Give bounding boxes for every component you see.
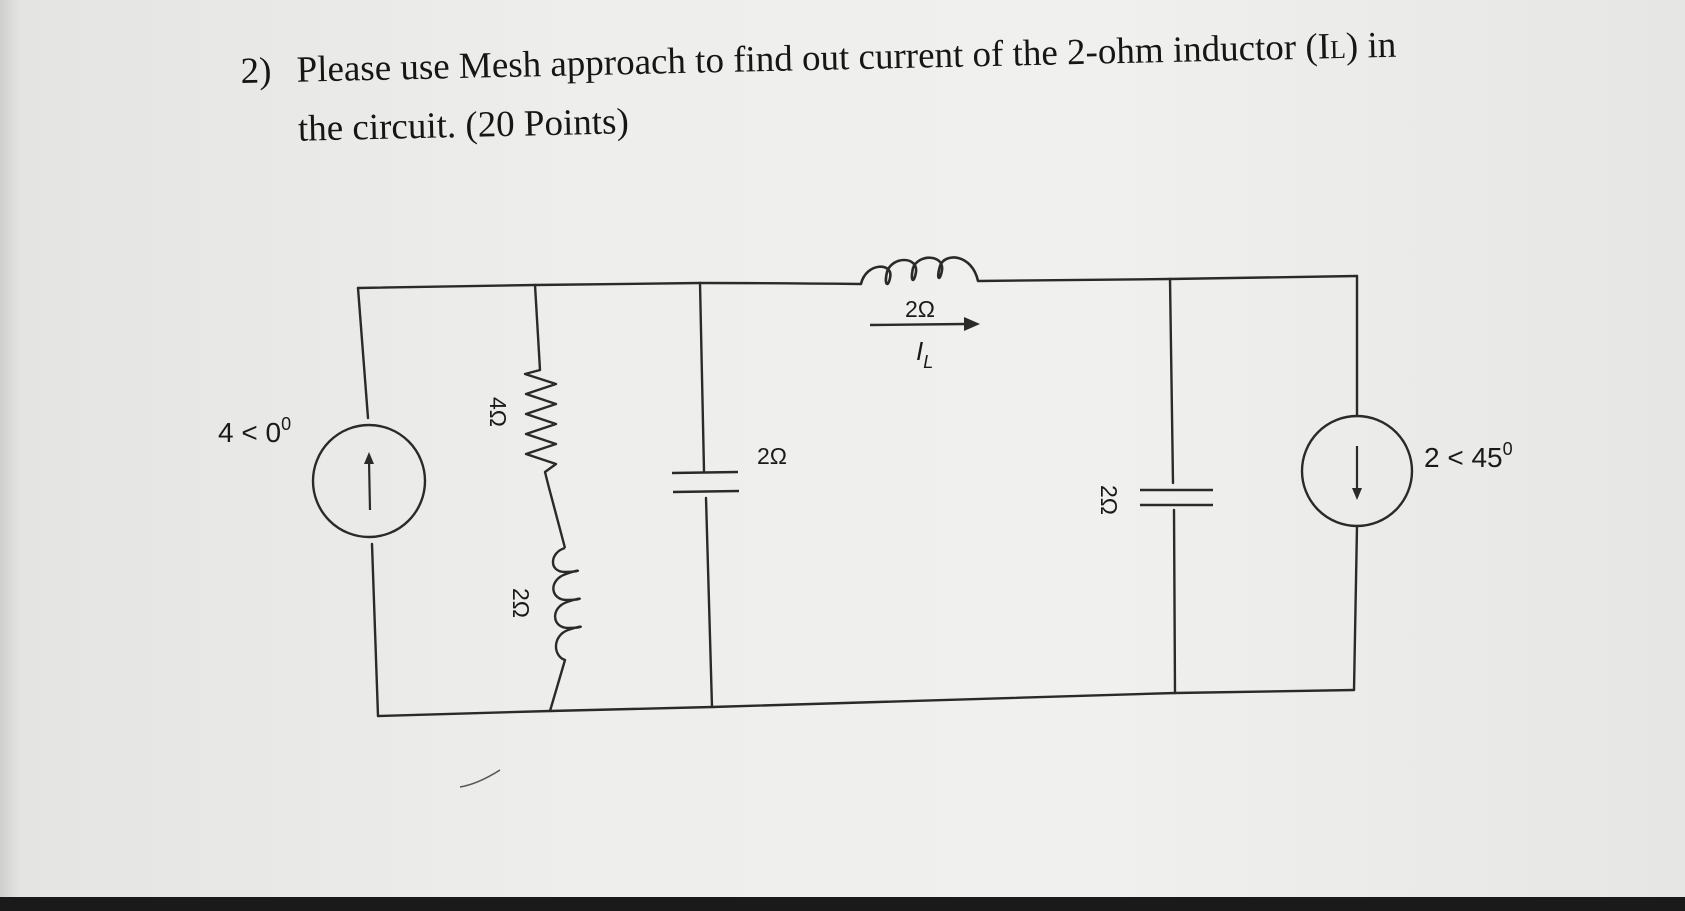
- inductor-series: [551, 546, 582, 662]
- arrow-down-icon: [1352, 488, 1362, 500]
- wire-top-left: [698, 281, 863, 286]
- wire-mid-bottom: [548, 705, 714, 713]
- inductor-top: [859, 256, 980, 286]
- stray-mark-1: [459, 769, 501, 788]
- wire-right-top: [1168, 274, 1359, 281]
- wire-right-bottom: [1173, 688, 1356, 695]
- top-inductor-label: 2Ω: [905, 296, 935, 322]
- cap1-label: 2Ω: [757, 443, 787, 469]
- current-arrow: [869, 317, 980, 331]
- left-source-sup: 0: [281, 414, 291, 434]
- wire-mid1-top: [533, 283, 542, 372]
- left-source-label: 4 < 00: [218, 414, 291, 448]
- right-source-label: 2 < 450: [1424, 439, 1513, 473]
- wire-left-bottom: [376, 709, 552, 718]
- wire-cap1-top: [698, 281, 706, 473]
- resistor-4ohm-label: 4Ω: [485, 397, 511, 427]
- wire-left-vertical-bottom: [370, 542, 380, 718]
- left-current-source: [311, 423, 427, 539]
- current-subscript: L: [923, 352, 933, 372]
- resistor-4ohm: [523, 368, 567, 549]
- cap2-label: 2Ω: [1096, 485, 1122, 515]
- wire-top-right: [976, 277, 1172, 283]
- photo-bottom-edge: [0, 897, 1685, 911]
- paper-edge-shadow: [0, 0, 20, 911]
- series-inductor-label: 2Ω: [508, 588, 534, 618]
- capacitor-1: [671, 470, 740, 494]
- arrow-up-icon: [364, 452, 374, 464]
- wire-cap2-bottom: [1172, 508, 1177, 695]
- wire-left-top: [356, 283, 537, 290]
- right-current-source: [1300, 414, 1414, 528]
- current-label: IL: [916, 336, 933, 372]
- wire-bottom-middle: [710, 691, 1177, 709]
- wire-right-vertical-bottom: [1352, 524, 1359, 692]
- wire-left-vertical-top: [356, 286, 370, 420]
- wire-mid-top: [533, 281, 702, 287]
- wire-mid1-bottom: [548, 658, 567, 713]
- capacitor-2: [1140, 488, 1213, 507]
- right-source-sup: 0: [1503, 439, 1513, 459]
- wire-cap1-bottom: [704, 496, 714, 709]
- arrow-right-icon: [964, 317, 980, 331]
- wire-cap2-top: [1168, 277, 1175, 485]
